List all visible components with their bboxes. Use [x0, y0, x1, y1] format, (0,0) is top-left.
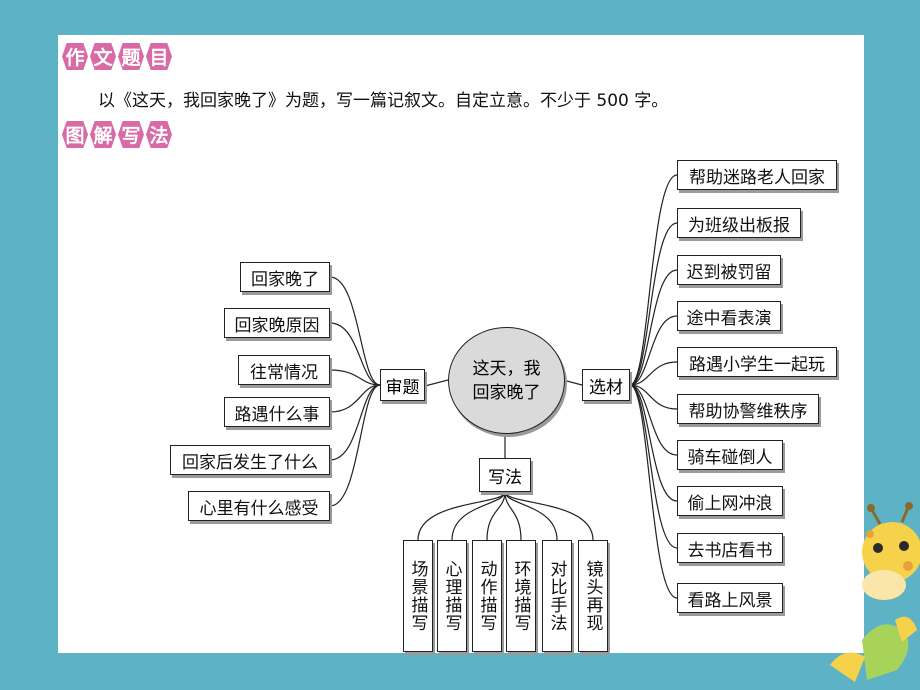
heading-char: 文: [90, 43, 116, 70]
method-item: 场景描写: [403, 540, 433, 652]
method-item: 心理描写: [437, 540, 467, 652]
material-item: 迟到被罚留: [677, 255, 781, 285]
essay-prompt: 以《这天，我回家晚了》为题，写一篇记叙文。自定立意。不少于 500 字。: [98, 91, 669, 111]
branch-method: 写法: [479, 458, 531, 492]
material-item: 路遇小学生一起玩: [677, 347, 837, 377]
method-item: 对比手法: [542, 540, 572, 652]
material-item: 骑车碰倒人: [677, 440, 783, 470]
material-item: 偷上网冲浪: [677, 486, 783, 516]
heading-char: 题: [118, 43, 144, 70]
heading-method: 图 解 写 法: [62, 121, 172, 148]
heading-char: 图: [62, 121, 88, 148]
heading-char: 解: [90, 121, 116, 148]
heading-char: 作: [62, 43, 88, 70]
center-topic: 这天，我 回家晚了: [448, 327, 565, 434]
method-item: 动作描写: [472, 540, 502, 652]
material-item: 帮助迷路老人回家: [677, 160, 837, 190]
review-item: 回家晚了: [240, 262, 330, 292]
review-item: 心里有什么感受: [188, 491, 330, 521]
method-item: 环境描写: [506, 540, 536, 652]
material-item: 看路上风景: [677, 583, 783, 613]
method-item: 镜头再现: [578, 540, 608, 652]
material-item: 为班级出板报: [677, 208, 801, 238]
heading-char: 法: [146, 121, 172, 148]
material-item: 去书店看书: [677, 533, 783, 563]
branch-review: 审题: [380, 369, 425, 401]
center-topic-line: 这天，我: [472, 358, 541, 379]
review-item: 回家晚原因: [224, 308, 330, 338]
material-item: 途中看表演: [677, 301, 781, 331]
heading-char: 目: [146, 43, 172, 70]
material-item: 帮助协警维秩序: [677, 394, 819, 424]
center-topic-line: 回家晚了: [472, 382, 541, 403]
heading-task: 作 文 题 目: [62, 43, 172, 70]
review-item: 回家后发生了什么: [170, 445, 330, 475]
review-item: 往常情况: [238, 355, 330, 385]
branch-material: 选材: [582, 369, 630, 401]
heading-char: 写: [118, 121, 144, 148]
review-item: 路遇什么事: [224, 397, 330, 427]
